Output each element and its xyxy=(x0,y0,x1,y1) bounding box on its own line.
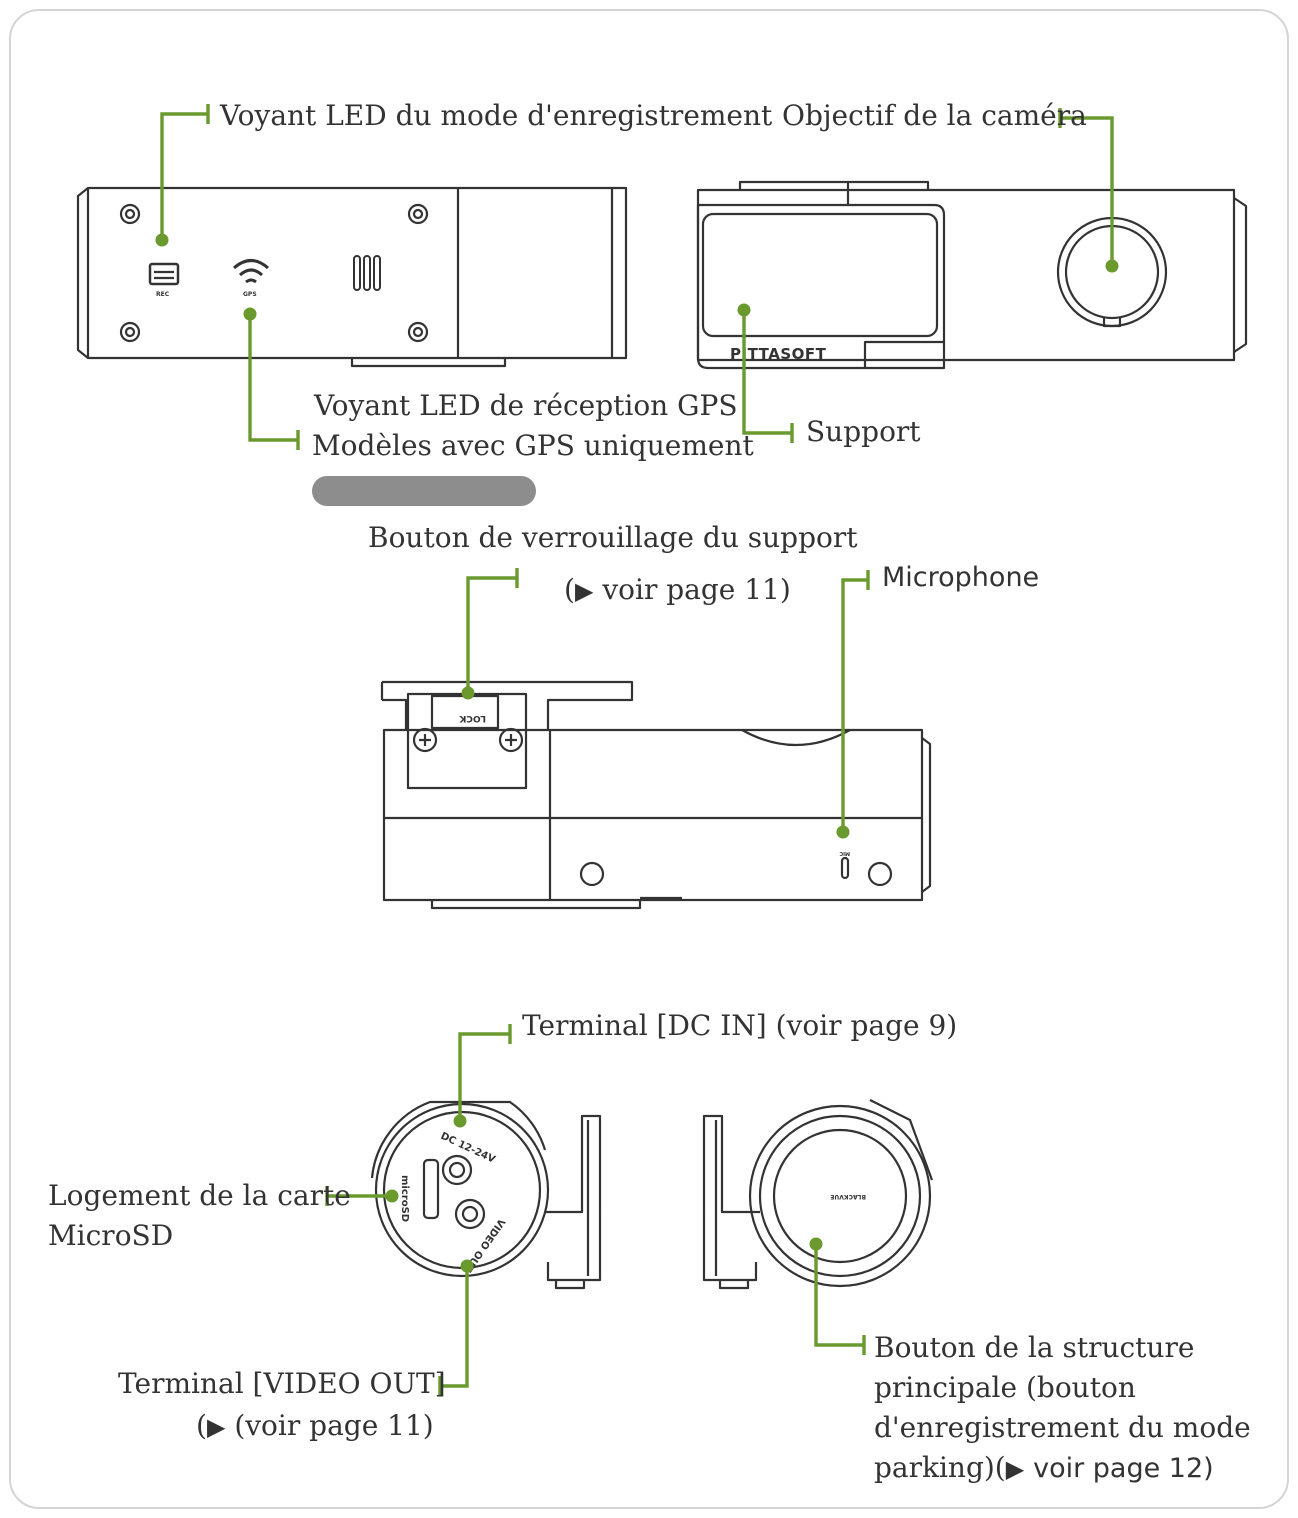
camera-left-end-view xyxy=(370,1100,602,1290)
leader-rec-led xyxy=(160,112,208,240)
label-lock-button: Bouton de verrouillage du support xyxy=(368,521,858,554)
speaker-grille-icon xyxy=(353,255,381,291)
label-microsd: Logement de la carte MicroSD xyxy=(48,1176,351,1256)
dot-video-out xyxy=(460,1259,474,1273)
leader-support xyxy=(742,310,792,435)
label-video-out-ref-text: (voir page 11) xyxy=(234,1409,434,1442)
play-triangle-icon: ▶ xyxy=(574,577,594,605)
label-microsd-line1: Logement de la carte xyxy=(48,1179,351,1212)
leader-main-button xyxy=(814,1244,864,1347)
label-video-out: Terminal [VIDEO OUT] xyxy=(118,1367,446,1400)
label-main-button-line4: parking)(▶ voir page 12) xyxy=(874,1448,1251,1489)
leader-mic xyxy=(841,578,868,832)
dot-gps-led xyxy=(243,307,257,321)
rec-text: REC xyxy=(156,291,170,298)
gps-text: GPS xyxy=(243,291,257,298)
label-video-out-ref-open: ( xyxy=(196,1409,207,1442)
label-microsd-line2: MicroSD xyxy=(48,1219,174,1252)
camera-back-view xyxy=(76,186,628,368)
play-triangle-icon: ▶ xyxy=(206,1413,226,1441)
label-microphone: Microphone xyxy=(882,562,1040,593)
label-gps-led: Voyant LED de réception GPS Modèles avec… xyxy=(312,386,754,466)
dot-dc-in xyxy=(453,1114,467,1128)
dot-rec-led xyxy=(155,233,169,247)
camera-right-end-view xyxy=(702,1099,934,1290)
brand-text: PITTASOFT xyxy=(730,345,827,363)
leader-video-out xyxy=(440,1266,469,1388)
label-video-out-ref: (▶ (voir page 11) xyxy=(196,1408,434,1444)
microsd-text: microSD xyxy=(399,1175,410,1222)
dot-support xyxy=(737,303,751,317)
label-dc-in: Terminal [DC IN] (voir page 9) xyxy=(522,1009,958,1042)
label-gps-led-line1: Voyant LED de réception GPS xyxy=(314,389,738,422)
wifi-signal-icon xyxy=(233,259,269,284)
label-gps-led-line2: Modèles avec GPS uniquement xyxy=(312,429,754,462)
dot-lens xyxy=(1105,259,1119,273)
lock-text: LOCK xyxy=(458,713,486,723)
label-lock-ref-open: ( xyxy=(564,573,575,606)
label-main-button: Bouton de la structure principale (bouto… xyxy=(874,1328,1251,1489)
mic-text: MIC xyxy=(839,850,850,856)
camera-front-view xyxy=(696,180,1248,370)
redacted-bar xyxy=(312,476,536,506)
label-main-button-line2: principale (bouton xyxy=(874,1371,1136,1404)
leader-gps-led xyxy=(248,314,298,442)
dot-main-button xyxy=(809,1237,823,1251)
sd-card-icon xyxy=(148,262,180,286)
label-main-button-line4-text: parking)( xyxy=(874,1451,1006,1484)
label-lens: Objectif de la caméra xyxy=(782,99,1087,132)
outer-frame xyxy=(9,9,1289,1509)
dot-microsd xyxy=(385,1189,399,1203)
camera-side-view xyxy=(380,680,932,910)
label-lock-ref-text: voir page 11) xyxy=(602,573,791,606)
label-main-button-line3: d'enregistrement du mode xyxy=(874,1411,1251,1444)
label-lock-ref: (▶ voir page 11) xyxy=(564,572,791,608)
blackvue-text: BLACKVUE xyxy=(830,1193,866,1200)
dot-lock xyxy=(461,686,475,700)
leader-lock xyxy=(466,576,517,693)
play-triangle-icon: ▶ xyxy=(1005,1455,1025,1483)
dot-mic xyxy=(836,825,850,839)
label-rec-led: Voyant LED du mode d'enregistrement xyxy=(220,99,773,132)
label-main-button-ref: voir page 12) xyxy=(1033,1453,1214,1484)
leader-lens xyxy=(1060,116,1114,266)
leader-dc-in xyxy=(458,1032,510,1121)
label-support: Support xyxy=(806,415,921,448)
label-main-button-line1: Bouton de la structure xyxy=(874,1331,1195,1364)
